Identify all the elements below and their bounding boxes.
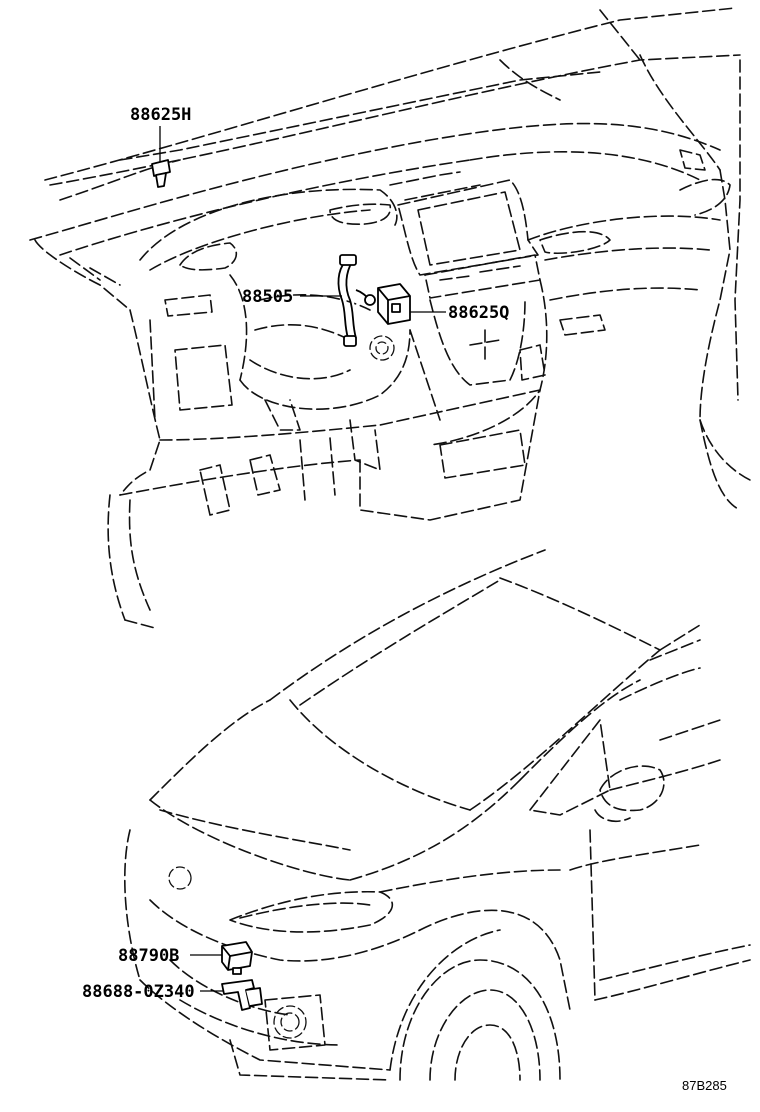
- part-round-knob: [369, 335, 395, 361]
- part-88625h-clip[interactable]: [151, 159, 171, 188]
- car-front-outline: [124, 549, 751, 1081]
- part-88790b-sensor[interactable]: [221, 941, 253, 975]
- callout-88790b: 88790B: [118, 946, 179, 966]
- dashboard-outline: [29, 7, 751, 629]
- part-88688-bracket[interactable]: [221, 979, 263, 1011]
- callout-labels: 88625H 88505 88625Q 88790B 88688-0Z340 8…: [82, 105, 727, 1093]
- callout-88688: 88688-0Z340: [82, 982, 195, 1002]
- callout-88505: 88505: [242, 287, 293, 307]
- part-88625q-sensor[interactable]: [377, 283, 411, 325]
- diagram-reference: 87B285: [682, 1078, 727, 1093]
- callout-88625q: 88625Q: [448, 303, 509, 323]
- leader-lines: [159, 126, 446, 992]
- part-88505-wire-harness[interactable]: [337, 254, 376, 347]
- callout-88625h: 88625H: [130, 105, 191, 125]
